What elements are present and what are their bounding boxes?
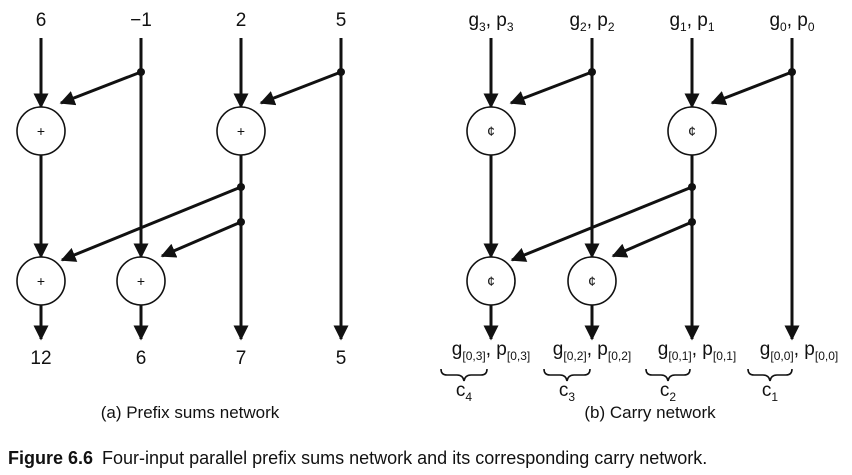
carry-diagonal-wire	[510, 185, 693, 262]
figure-number: Figure 6.6	[8, 448, 93, 468]
carry-network-caption: (b) Carry network	[584, 403, 716, 422]
adder-node-symbol: +	[137, 273, 145, 289]
adder-node-symbol: +	[37, 123, 45, 139]
carry-input-label: g1, p1	[669, 10, 714, 34]
carry-output-label: g[0,2], p[0,2]	[553, 339, 631, 363]
carry-operator-symbol: ¢	[487, 273, 495, 289]
junction-dot	[788, 68, 796, 76]
carry-output-label: g[0,0], p[0,0]	[760, 339, 838, 363]
prefix-input-label: 6	[36, 10, 47, 31]
junction-dot	[688, 218, 696, 226]
prefix-diagonal-wire	[59, 70, 142, 106]
prefix-input-label: −1	[130, 10, 152, 31]
carry-operator-symbol: ¢	[688, 123, 696, 139]
adder-node: +	[16, 106, 66, 156]
prefix-diagonal-wire	[160, 220, 242, 258]
adder-node: +	[216, 106, 266, 156]
junction-dot	[337, 68, 345, 76]
prefix-network-caption: (a) Prefix sums network	[101, 403, 280, 422]
carry-diagonal-wire	[611, 220, 693, 258]
junction-dot	[588, 68, 596, 76]
carry-operator-symbol: ¢	[487, 123, 495, 139]
prefix-diagonal-wire	[60, 185, 242, 262]
carry-out-label: c4	[456, 380, 473, 404]
junction-dot	[137, 68, 145, 76]
prefix-diagonal-wire	[259, 70, 342, 106]
carry-output-label: g[0,1], p[0,1]	[658, 339, 736, 363]
carry-network: g3, p3 g2, p2 g1, p1 g0, p0 ¢ ¢	[440, 10, 838, 422]
prefix-sums-network: 6 −1 2 5 + + +	[16, 10, 349, 422]
carry-operator-node: ¢	[466, 256, 516, 306]
carry-diagonal-wire	[710, 70, 793, 106]
carry-diagonal-wire	[509, 70, 593, 106]
prefix-output-label: 5	[336, 348, 347, 369]
carry-operator-node: ¢	[567, 256, 617, 306]
brace-icon	[440, 368, 488, 382]
carry-input-label: g3, p3	[468, 10, 513, 34]
carry-operator-symbol: ¢	[588, 273, 596, 289]
prefix-output-label: 7	[236, 348, 247, 369]
carry-out-label: c3	[559, 380, 576, 404]
junction-dot	[237, 218, 245, 226]
figure-caption: Figure 6.6 Four-input parallel prefix sum…	[8, 448, 707, 468]
prefix-output-label: 6	[136, 348, 147, 369]
junction-dot	[688, 183, 696, 191]
prefix-output-label: 12	[30, 348, 51, 369]
adder-node-symbol: +	[37, 273, 45, 289]
junction-dot	[237, 183, 245, 191]
prefix-input-label: 2	[236, 10, 247, 31]
prefix-input-label: 5	[336, 10, 347, 31]
carry-input-label: g2, p2	[569, 10, 614, 34]
adder-node-symbol: +	[237, 123, 245, 139]
figure-caption-text: Four-input parallel prefix sums network …	[102, 448, 707, 468]
brace-icon	[543, 368, 591, 382]
brace-icon	[645, 368, 691, 382]
carry-out-label: c1	[762, 380, 779, 404]
adder-node: +	[16, 256, 66, 306]
adder-node: +	[116, 256, 166, 306]
carry-output-label: g[0,3], p[0,3]	[452, 339, 530, 363]
brace-icon	[747, 368, 793, 382]
carry-operator-node: ¢	[466, 106, 516, 156]
carry-operator-node: ¢	[667, 106, 717, 156]
carry-out-label: c2	[660, 380, 677, 404]
carry-input-label: g0, p0	[769, 10, 814, 34]
